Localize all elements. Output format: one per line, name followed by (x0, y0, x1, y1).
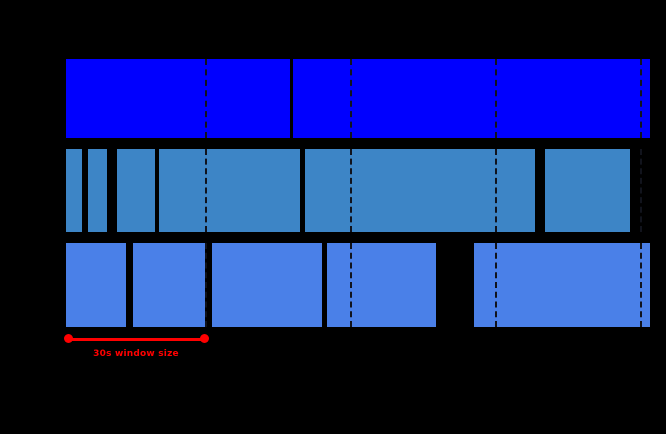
track-row-1 (0, 59, 666, 138)
bar-segment (474, 243, 650, 327)
bar-segment (66, 243, 126, 327)
track-row-2 (0, 149, 666, 232)
bar-segment (293, 59, 650, 138)
bar-segment (133, 243, 205, 327)
window-size-end-cap (200, 334, 209, 343)
track-row-3 (0, 243, 666, 327)
bar-segment (212, 243, 322, 327)
bar-segment (305, 149, 535, 232)
bar-segment (66, 59, 290, 138)
window-size-measure-line (68, 338, 205, 341)
bar-segment (66, 149, 82, 232)
bar-segment (117, 149, 155, 232)
bar-segment (88, 149, 107, 232)
window-size-start-cap (64, 334, 73, 343)
bar-segment (327, 243, 436, 327)
bar-segment (545, 149, 630, 232)
bar-segment (159, 149, 300, 232)
window-size-label: 30s window size (93, 349, 179, 359)
